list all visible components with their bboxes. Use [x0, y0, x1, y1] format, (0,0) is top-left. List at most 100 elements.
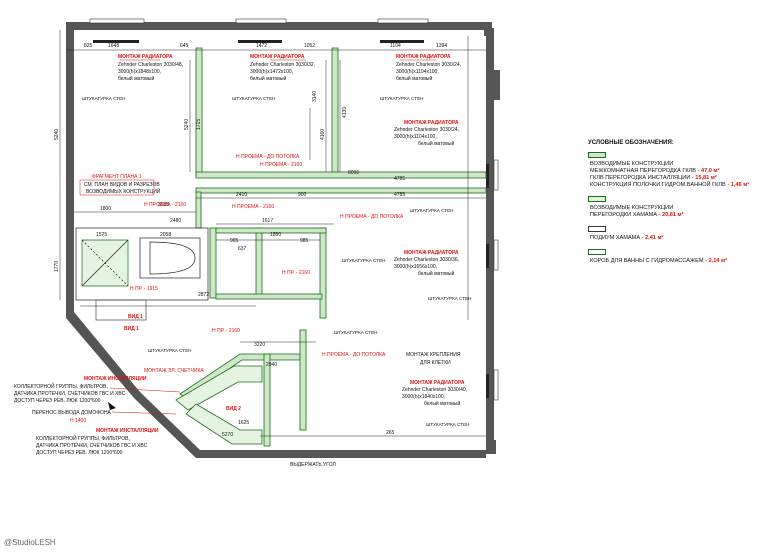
svg-text:ШТУКАТУРКА СТЕН: ШТУКАТУРКА СТЕН [342, 258, 385, 263]
svg-text:ШТУКАТУРКА СТЕН: ШТУКАТУРКА СТЕН [380, 96, 423, 101]
svg-text:1850: 1850 [270, 232, 281, 238]
svg-text:4785: 4785 [394, 176, 405, 182]
svg-text:4785: 4785 [394, 192, 405, 198]
legend-text-4: КОРОБ ДЛЯ ВАННЫ С ГИДРОМАССАЖЕМ - 2,14 м… [590, 258, 727, 264]
hamam-area [175, 365, 263, 445]
svg-text:СМ. ПЛАН ВИДОВ И РАЗРЕЗОВ: СМ. ПЛАН ВИДОВ И РАЗРЕЗОВ [84, 182, 160, 188]
svg-text:3000(h)x1848x100,: 3000(h)x1848x100, [118, 69, 161, 75]
svg-text:ШТУКАТУРКА СТЕН: ШТУКАТУРКА СТЕН [82, 96, 125, 101]
svg-text:1052: 1052 [304, 43, 315, 49]
svg-text:Н 1400: Н 1400 [70, 418, 86, 424]
legend-row-4: КОРОБ ДЛЯ ВАННЫ С ГИДРОМАССАЖЕМ - 2,14 м… [588, 249, 764, 265]
misc-labels: МОНТАЖ ЭЛ. СЧЕТЧИКА МОНТАЖ ИНСТАЛЛЯЦИИ К… [14, 352, 461, 468]
legend-swatch-3 [588, 226, 606, 232]
svg-text:4160: 4160 [320, 129, 326, 140]
outer-walls [66, 22, 500, 458]
watermark: @StudioLESH [4, 538, 56, 547]
svg-text:ШТУКАТУРКА СТЕН: ШТУКАТУРКА СТЕН [334, 330, 377, 335]
svg-text:3000(h)x1104x100,: 3000(h)x1104x100, [394, 134, 437, 140]
windows [89, 18, 499, 401]
svg-text:ШТУКАТУРКА СТЕН: ШТУКАТУРКА СТЕН [410, 208, 453, 213]
svg-text:3000(h)x1104x100,: 3000(h)x1104x100, [396, 69, 439, 75]
svg-text:ШТУКАТУРКА СТЕН: ШТУКАТУРКА СТЕН [148, 348, 191, 353]
svg-text:Zehnder Charleston 3030/32,: Zehnder Charleston 3030/32, [250, 62, 315, 68]
svg-text:3140: 3140 [312, 91, 318, 102]
svg-text:белый матовый: белый матовый [418, 140, 454, 147]
svg-text:Zehnder Charleston 3030/40,: Zehnder Charleston 3030/40, [402, 387, 467, 393]
svg-text:ВЫДЕРЖАТЬ УГОЛ: ВЫДЕРЖАТЬ УГОЛ [290, 462, 336, 468]
svg-text:265: 265 [386, 430, 395, 436]
svg-text:ШТУКАТУРКА СТЕН: ШТУКАТУРКА СТЕН [426, 422, 469, 427]
svg-text:985: 985 [300, 238, 309, 244]
svg-text:2480: 2480 [170, 218, 181, 224]
svg-text:МОНТАЖ КРЕПЛЕНИЯ: МОНТАЖ КРЕПЛЕНИЯ [406, 352, 461, 358]
svg-text:1800: 1800 [100, 206, 111, 212]
svg-text:637: 637 [238, 246, 247, 252]
svg-text:МОНТАЖ РАДИАТОРА: МОНТАЖ РАДИАТОРА [404, 250, 459, 256]
radiators [93, 40, 489, 398]
legend-text-3: ПОДИУМ ХАМАМА - 2,41 м² [590, 235, 664, 241]
svg-text:ВИД 2: ВИД 2 [226, 406, 241, 412]
svg-text:Zehnder Charleston 3030/48,: Zehnder Charleston 3030/48, [118, 62, 183, 68]
legend-row-2: ВОЗВОДИМЫЕ КОНСТРУКЦИИ ПЕРЕГОРОДКИ ХАМАМ… [588, 196, 764, 219]
radiator-callouts: МОНТАЖ РАДИАТОРА Zehnder Charleston 3030… [118, 54, 467, 407]
svg-text:2410: 2410 [236, 192, 247, 198]
svg-text:3000(h)x1472x100,: 3000(h)x1472x100, [250, 69, 293, 75]
svg-text:1472: 1472 [256, 43, 267, 49]
svg-text:МОНТАЖ РАДИАТОРА: МОНТАЖ РАДИАТОРА [250, 54, 305, 60]
svg-text:КОЛЛЕКТОРНОЙ ГРУППЫ, ФИЛЬТРОВ,: КОЛЛЕКТОРНОЙ ГРУППЫ, ФИЛЬТРОВ, [36, 434, 130, 442]
svg-text:2058: 2058 [160, 232, 171, 238]
svg-text:3220: 3220 [254, 342, 265, 348]
svg-text:ФРАГМЕНТ ПЛАНА 1: ФРАГМЕНТ ПЛАНА 1 [92, 174, 142, 180]
vertical-dims: 5240 1770 5240 1715 3140 4130 4160 [54, 91, 348, 272]
svg-text:1575: 1575 [96, 232, 107, 238]
svg-text:2940: 2940 [266, 362, 277, 368]
svg-text:ШТУКАТУРКА СТЕН: ШТУКАТУРКА СТЕН [428, 296, 471, 301]
svg-text:5240: 5240 [54, 129, 60, 140]
svg-text:Н ПР. - 2160: Н ПР. - 2160 [212, 328, 240, 334]
legend-text-2a: ВОЗВОДИМЫЕ КОНСТРУКЦИИ [590, 205, 674, 211]
bathroom [75, 227, 209, 321]
svg-text:Н ПРОЕМА - ДО ПОТОЛКА: Н ПРОЕМА - ДО ПОТОЛКА [236, 154, 300, 160]
legend-row-1: ВОЗВОДИМЫЕ КОНСТРУКЦИИ МЕЖКОМНАТНАЯ ПЕРЕ… [588, 152, 764, 189]
legend-swatch-2 [588, 196, 606, 202]
svg-text:ШТУКАТУРКА СТЕН: ШТУКАТУРКА СТЕН [232, 96, 275, 101]
svg-text:1394: 1394 [436, 43, 447, 49]
svg-text:КОЛЛЕКТОРНОЙ ГРУППЫ, ФИЛЬТРОВ,: КОЛЛЕКТОРНОЙ ГРУППЫ, ФИЛЬТРОВ, [14, 382, 108, 390]
legend-text-1c: ГКЛВ ПЕРЕГОРОДКА ИНСТАЛЛЯЦИИ - 15,81 м² [590, 175, 717, 181]
legend-row-3: ПОДИУМ ХАМАМА - 2,41 м² [588, 226, 764, 242]
svg-text:Zehnder Charleston 3030/24,: Zehnder Charleston 3030/24, [394, 127, 459, 133]
legend-swatch-1 [588, 152, 606, 158]
svg-text:МОНТАЖ РАДИАТОРА: МОНТАЖ РАДИАТОРА [404, 120, 459, 126]
svg-text:Н ПРОЕМА - 2160: Н ПРОЕМА - 2160 [144, 202, 186, 208]
svg-text:ВИД 1: ВИД 1 [124, 326, 139, 332]
svg-text:ВОЗВОДИМЫХ КОНСТРУКЦИЙ: ВОЗВОДИМЫХ КОНСТРУКЦИЙ [86, 187, 161, 195]
top-dims: 825 1648 645 1472 1052 1104 1394 [84, 43, 447, 49]
svg-text:2872: 2872 [198, 292, 209, 298]
legend-text-1d: КОНСТРУКЦИЯ ПОЛОЧКИ ГИДРОМ.ВАННОЙ ГКЛВ -… [590, 182, 750, 188]
svg-text:ПЕРЕНОС ВЫВОДА ДОМОФОНА: ПЕРЕНОС ВЫВОДА ДОМОФОНА [32, 410, 112, 416]
svg-text:ДОСТУП ЧЕРЕЗ РЕВ. ЛЮК 1200*600: ДОСТУП ЧЕРЕЗ РЕВ. ЛЮК 1200*600 [36, 450, 123, 456]
plaster-labels: ШТУКАТУРКА СТЕН ШТУКАТУРКА СТЕН ШТУКАТУР… [82, 96, 471, 427]
svg-text:Н ПРОЕМА - 2160: Н ПРОЕМА - 2160 [260, 162, 302, 168]
opening-labels: Н ПРОЕМА - ДО ПОТОЛКА Н ПРОЕМА - 2160 Н … [130, 154, 404, 358]
svg-text:белый матовый: белый матовый [250, 75, 286, 82]
arrow-icon [108, 402, 116, 410]
svg-text:1625: 1625 [238, 420, 249, 426]
svg-text:ДАТЧИКА ПРОТЕЧКИ, СЧЕТЧИКОВ ГВ: ДАТЧИКА ПРОТЕЧКИ, СЧЕТЧИКОВ ГВС И ХВС [36, 443, 148, 449]
svg-text:1715: 1715 [196, 119, 202, 130]
svg-text:3535: 3535 [158, 202, 169, 208]
svg-text:Zehnder Charleston 3030/24,: Zehnder Charleston 3030/24, [396, 62, 461, 68]
svg-text:4130: 4130 [342, 107, 348, 118]
mid-dims: 2410 900 4785 8095 4785 1800 3535 1617 2… [96, 170, 405, 438]
dimension-lines [59, 30, 486, 437]
svg-text:ДОСТУП ЧЕРЕЗ РЕВ. ЛЮК 1200*600: ДОСТУП ЧЕРЕЗ РЕВ. ЛЮК 1200*600 [14, 398, 101, 404]
svg-text:8095: 8095 [348, 170, 359, 176]
svg-text:900: 900 [298, 192, 307, 198]
svg-text:белый матовый: белый матовый [396, 75, 432, 82]
view-labels: ВИД 1 ВИД 2 ВИД 1 [124, 314, 241, 412]
svg-text:645: 645 [180, 43, 189, 49]
legend: УСЛОВНЫЕ ОБОЗНАЧЕНИЯ: ВОЗВОДИМЫЕ КОНСТРУ… [588, 140, 764, 272]
svg-text:Н ПРОЕМА - 2160: Н ПРОЕМА - 2160 [232, 204, 274, 210]
